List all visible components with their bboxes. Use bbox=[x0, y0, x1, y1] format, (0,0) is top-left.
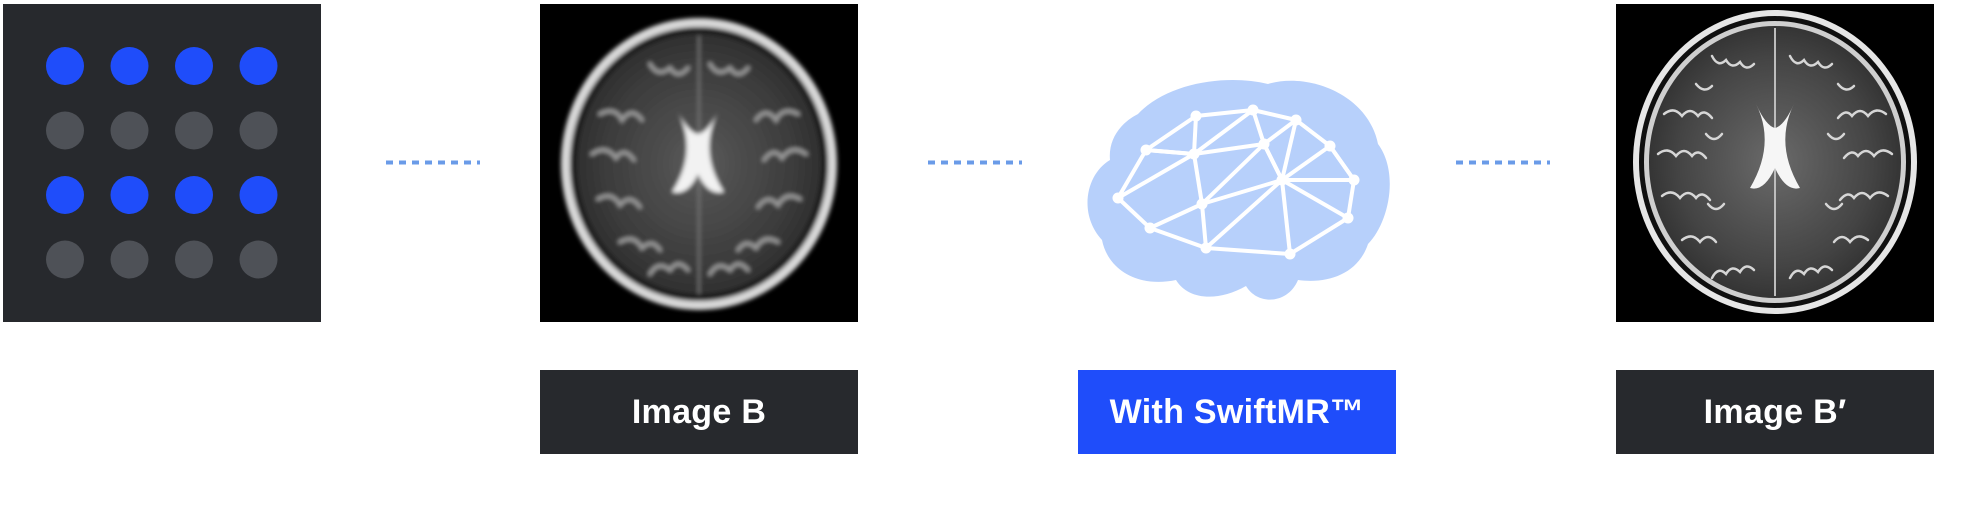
grid-dot-active bbox=[46, 176, 84, 214]
grid-dot-active bbox=[239, 176, 278, 214]
grid-dot-active bbox=[175, 176, 213, 214]
image-b-prime-label-text: Image B′ bbox=[1703, 392, 1847, 431]
grid-dot-inactive bbox=[110, 111, 149, 150]
grid-dot-inactive bbox=[239, 111, 278, 150]
dotted-connector bbox=[1456, 160, 1550, 165]
brain-mri-enhanced-image bbox=[1616, 4, 1934, 322]
grid-dot-inactive bbox=[175, 111, 213, 150]
dotted-connector bbox=[386, 160, 480, 165]
dotted-connector bbox=[928, 160, 1022, 165]
grid-dot-inactive bbox=[175, 240, 213, 279]
grid-dot-active bbox=[175, 47, 213, 85]
brain-network-icon bbox=[1078, 74, 1396, 324]
image-b-label: Image B bbox=[540, 370, 858, 454]
grid-dot-inactive bbox=[239, 240, 278, 279]
grid-dot-inactive bbox=[46, 240, 84, 279]
swiftmr-label: With SwiftMR™ bbox=[1078, 370, 1396, 454]
brain-mri-scan-image bbox=[540, 4, 858, 322]
grid-dot-active bbox=[239, 47, 278, 85]
image-b-label-text: Image B bbox=[631, 392, 767, 431]
grid-dot-active bbox=[46, 47, 84, 85]
swiftmr-label-text: With SwiftMR™ bbox=[1109, 392, 1365, 431]
dot-grid-icon bbox=[46, 47, 278, 279]
image-b-prime-label: Image B′ bbox=[1616, 370, 1934, 454]
grid-dot-inactive bbox=[110, 240, 149, 279]
grid-dot-inactive bbox=[46, 111, 84, 150]
input-dot-grid-panel bbox=[3, 4, 321, 322]
grid-dot-active bbox=[110, 176, 149, 214]
grid-dot-active bbox=[110, 47, 149, 85]
